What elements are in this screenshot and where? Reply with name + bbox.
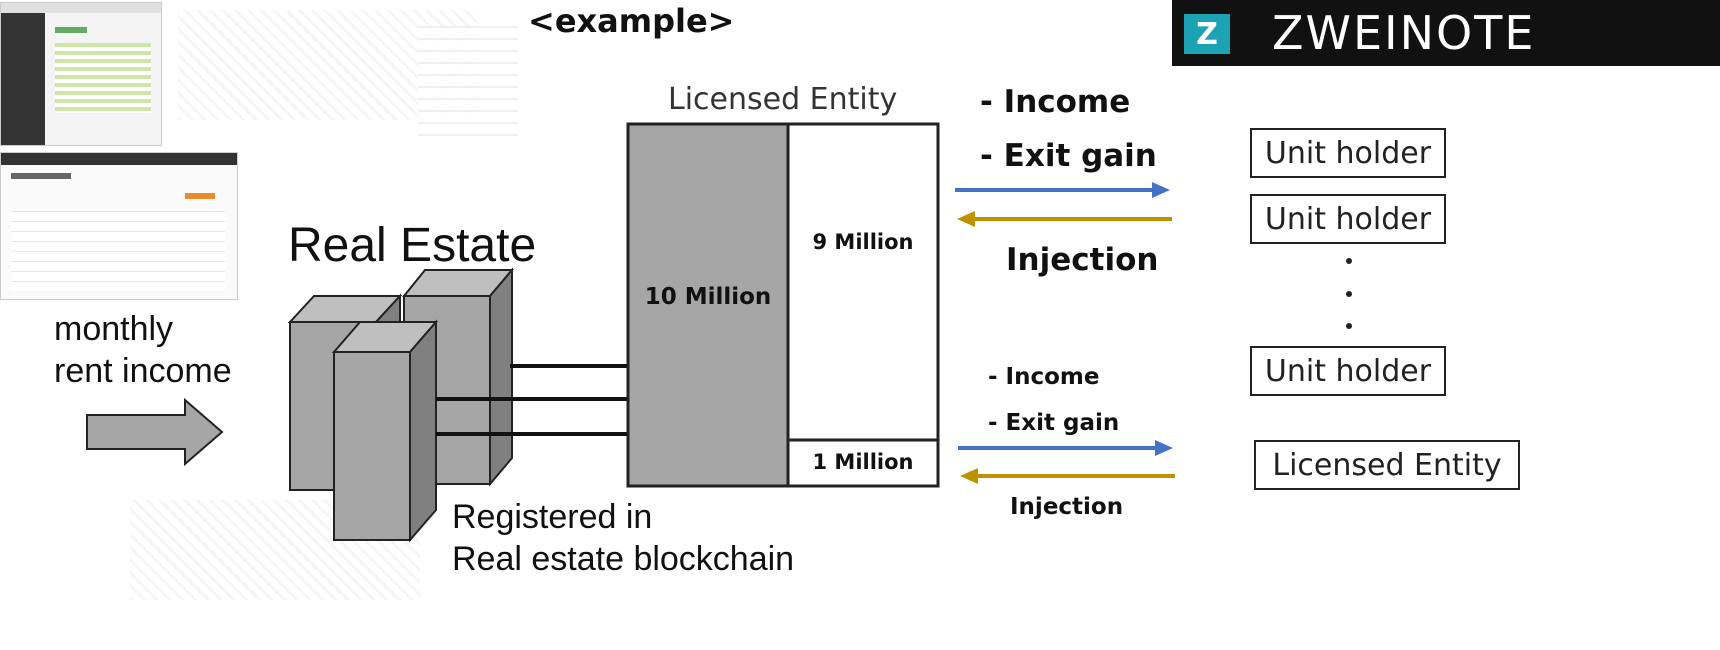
licensed-entity-box: Licensed Entity xyxy=(1254,440,1520,490)
right-bottom-value: 1 Million xyxy=(812,450,914,474)
bottom-income-label: - Income xyxy=(988,364,1100,390)
registered-line1: Registered in xyxy=(452,498,653,536)
unit-holder-box: Unit holder xyxy=(1250,194,1446,244)
building-front xyxy=(331,319,439,543)
left-block-value: 10 Million xyxy=(644,284,772,310)
bottom-exit-gain-label: - Exit gain xyxy=(988,410,1120,436)
top-out-arrow xyxy=(955,182,1170,198)
ellipsis-dot xyxy=(1346,291,1352,297)
registered-line2: Real estate blockchain xyxy=(452,540,795,578)
thumbnail-transaction-screenshot xyxy=(0,152,238,300)
entity-right-top-block xyxy=(786,122,940,442)
top-in-arrow xyxy=(957,211,1172,227)
top-income-label: - Income xyxy=(980,84,1131,120)
entity-right-bottom-block xyxy=(786,438,940,488)
bottom-in-arrow xyxy=(960,468,1175,484)
top-injection-label: Injection xyxy=(1006,242,1159,278)
logo-mark-icon: Z xyxy=(1184,14,1230,54)
right-top-value: 9 Million xyxy=(812,230,914,254)
ellipsis-dot xyxy=(1346,258,1352,264)
example-label: <example> xyxy=(528,2,735,40)
rent-income-arrow xyxy=(86,397,224,467)
unit-holder-box: Unit holder xyxy=(1250,346,1446,396)
bottom-injection-label: Injection xyxy=(1010,494,1124,520)
top-exit-gain-label: - Exit gain xyxy=(980,138,1157,174)
bottom-out-arrow xyxy=(958,440,1173,456)
ellipsis-dot xyxy=(1346,323,1352,329)
entity-title: Licensed Entity xyxy=(668,82,898,117)
unit-holder-box: Unit holder xyxy=(1250,128,1446,178)
logo: Z ZWEINOTE xyxy=(1172,0,1720,66)
rent-label-line1: monthly xyxy=(54,310,174,348)
rent-label-line2: rent income xyxy=(54,352,232,390)
thumbnail-blocks-diagram xyxy=(418,26,518,138)
real-estate-title: Real Estate xyxy=(288,219,537,272)
logo-text: ZWEINOTE xyxy=(1272,6,1536,60)
thumbnail-app-screenshot xyxy=(0,2,162,146)
entity-left-block xyxy=(626,122,790,488)
